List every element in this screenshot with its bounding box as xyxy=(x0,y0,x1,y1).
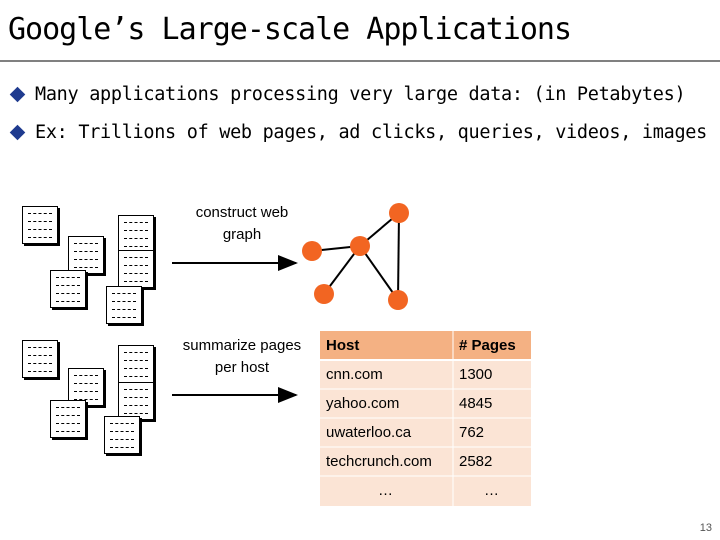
table-cell-pages: 762 xyxy=(459,424,485,441)
table-cell-pages: 2582 xyxy=(459,453,493,470)
table-cell-host: uwaterloo.ca xyxy=(326,424,412,441)
table-cell-host: cnn.com xyxy=(326,366,383,383)
web-graph xyxy=(302,203,409,310)
construct-web-graph-label: construct web graph xyxy=(195,204,289,243)
graph-node xyxy=(389,203,409,223)
bullet-item: Ex: Trillions of web pages, ad clicks, q… xyxy=(9,122,707,143)
document-icon xyxy=(22,206,58,244)
document-icon xyxy=(50,400,86,438)
bullet-item: Many applications processing very large … xyxy=(9,84,686,105)
graph-node xyxy=(350,236,370,256)
table-cell-host: yahoo.com xyxy=(326,395,400,412)
graph-node xyxy=(388,290,408,310)
document-icon xyxy=(50,270,86,308)
document-icon xyxy=(106,286,142,324)
graph-edge xyxy=(397,212,400,301)
table-cell-host: techcrunch.com xyxy=(326,453,432,470)
table-cell-pages: 4845 xyxy=(459,395,493,412)
table-header-pages: # Pages xyxy=(459,337,516,354)
document-icon xyxy=(118,250,154,288)
document-icon xyxy=(22,340,58,378)
table-cell-pages: 1300 xyxy=(459,366,493,383)
slide-title: Google’s Large-scale Applications xyxy=(8,12,572,47)
table-cell-host: … xyxy=(378,482,393,499)
document-icon xyxy=(118,345,154,383)
bullet-text: Many applications processing very large … xyxy=(35,84,686,105)
host-table-background xyxy=(320,331,531,506)
page-number: 13 xyxy=(699,522,712,534)
summarize-pages-label: summarize pages per host xyxy=(182,337,302,376)
document-icon xyxy=(68,368,104,406)
title-divider xyxy=(0,60,720,62)
graph-edge xyxy=(359,245,399,301)
document-icon xyxy=(118,382,154,420)
bullet-text: Ex: Trillions of web pages, ad clicks, q… xyxy=(35,122,707,143)
table-cell-pages: … xyxy=(484,482,499,499)
document-icon xyxy=(118,215,154,253)
graph-node xyxy=(314,284,334,304)
graph-node xyxy=(302,241,322,261)
table-header-host: Host xyxy=(326,337,360,354)
document-icon xyxy=(68,236,104,274)
document-icon xyxy=(104,416,140,454)
